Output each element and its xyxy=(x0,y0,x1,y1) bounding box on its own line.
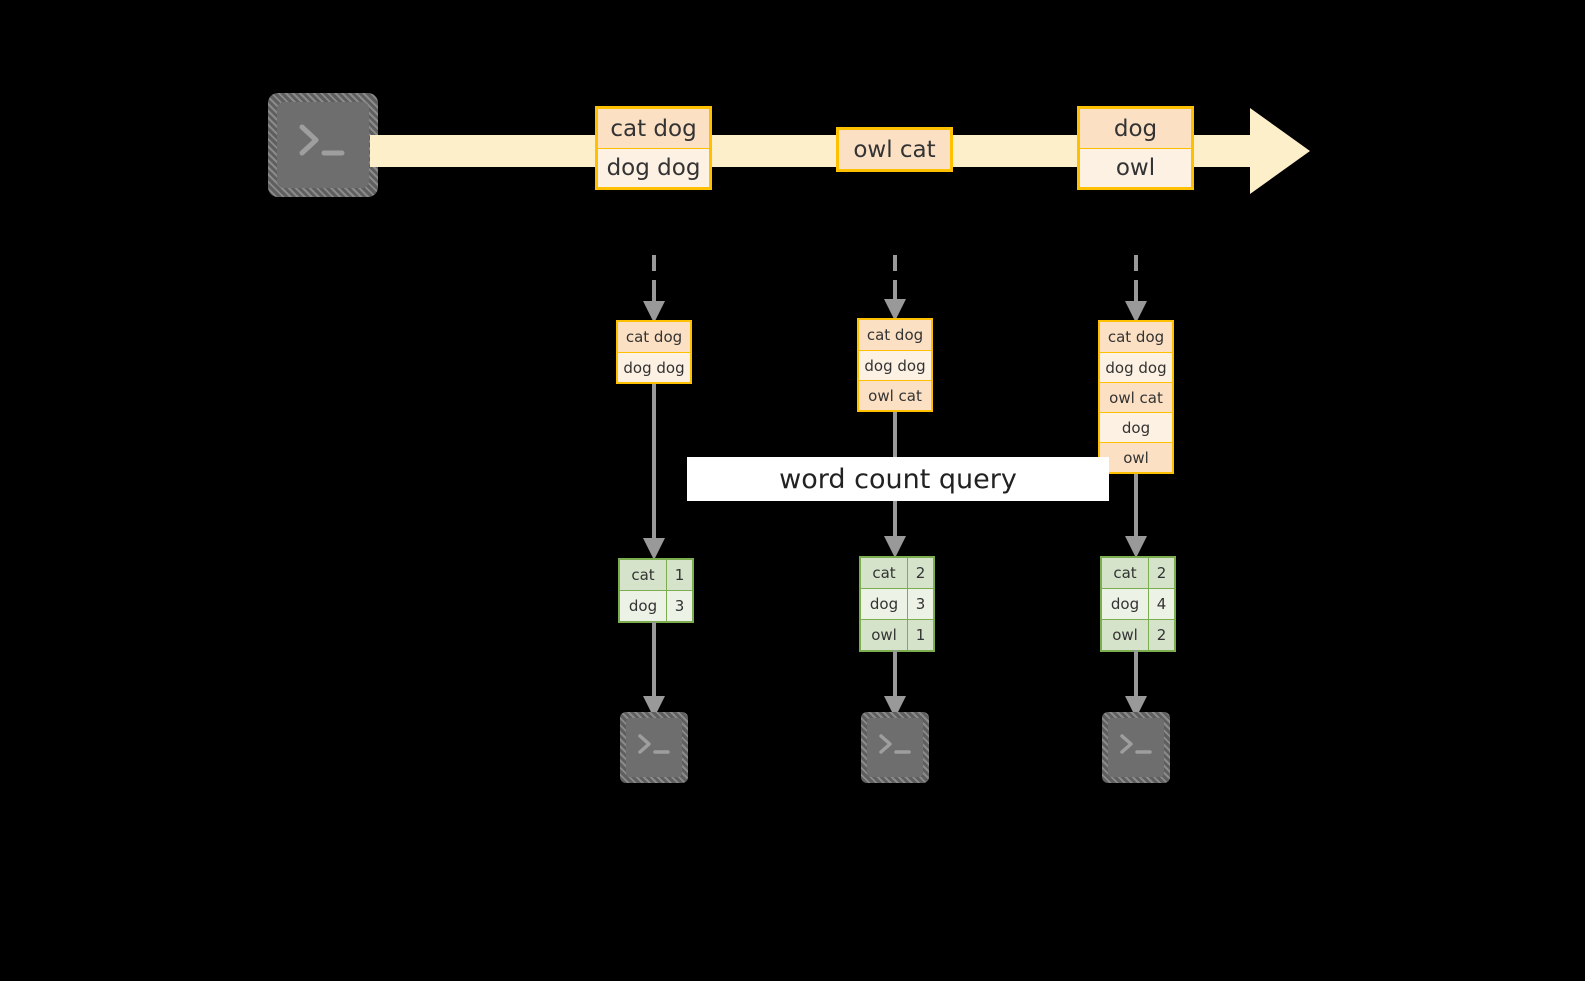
result-key: cat xyxy=(861,558,907,588)
stream-record: owl xyxy=(1080,148,1191,187)
result-count: 1 xyxy=(907,620,933,650)
result-key: dog xyxy=(861,589,907,619)
result-key: owl xyxy=(861,620,907,650)
result-row: dog 3 xyxy=(861,588,933,619)
snapshot-record: dog dog xyxy=(618,352,690,382)
terminal-prompt-icon xyxy=(638,734,670,754)
result-key: cat xyxy=(620,560,666,590)
result-row: cat 2 xyxy=(1102,558,1174,588)
result-count: 2 xyxy=(1148,620,1174,650)
snapshot-record: cat dog xyxy=(1100,322,1172,352)
result-row: cat 1 xyxy=(620,560,692,590)
snapshot-record: dog xyxy=(1100,412,1172,442)
result-count: 1 xyxy=(666,560,692,590)
snapshot-record: dog dog xyxy=(859,350,931,380)
snapshot-table: cat dog dog dog owl cat xyxy=(857,318,933,412)
sink-terminal-icon xyxy=(620,712,688,783)
terminal-body xyxy=(1108,718,1164,777)
snapshot-record: owl cat xyxy=(1100,382,1172,412)
query-label-banner: word count query xyxy=(687,457,1109,501)
terminal-prompt-icon xyxy=(1120,734,1152,754)
snapshot-record: cat dog xyxy=(859,320,931,350)
result-row: cat 2 xyxy=(861,558,933,588)
result-key: dog xyxy=(620,591,666,621)
stream-record: owl cat xyxy=(839,130,950,169)
stream-record-group: cat dog dog dog xyxy=(595,106,712,190)
snapshot-to-result-connector xyxy=(1125,474,1147,558)
terminal-body xyxy=(277,102,369,188)
result-row: owl 2 xyxy=(1102,619,1174,650)
snapshot-record: dog dog xyxy=(1100,352,1172,382)
sink-terminal-icon xyxy=(861,712,929,783)
snapshot-table: cat dog dog dog xyxy=(616,320,692,384)
result-count: 2 xyxy=(907,558,933,588)
terminal-prompt-icon xyxy=(299,124,345,156)
result-count: 3 xyxy=(907,589,933,619)
result-table: cat 1 dog 3 xyxy=(618,558,694,623)
result-key: dog xyxy=(1102,589,1148,619)
terminal-prompt-icon xyxy=(879,734,911,754)
stream-record: cat dog xyxy=(598,109,709,148)
stream-record: dog xyxy=(1080,109,1191,148)
stream-to-snapshot-connector xyxy=(643,255,665,323)
snapshot-to-result-connector xyxy=(643,384,665,560)
sink-terminal-icon xyxy=(1102,712,1170,783)
result-count: 4 xyxy=(1148,589,1174,619)
stream-to-snapshot-connector xyxy=(1125,255,1147,323)
snapshot-table: cat dog dog dog owl cat dog owl xyxy=(1098,320,1174,474)
result-key: cat xyxy=(1102,558,1148,588)
snapshot-record: owl xyxy=(1100,442,1172,472)
stream-to-snapshot-connector xyxy=(884,255,906,321)
snapshot-record: owl cat xyxy=(859,380,931,410)
result-to-sink-connector xyxy=(643,622,665,718)
stream-record: dog dog xyxy=(598,148,709,187)
result-to-sink-connector xyxy=(884,650,906,718)
result-row: owl 1 xyxy=(861,619,933,650)
result-table: cat 2 dog 4 owl 2 xyxy=(1100,556,1176,652)
stream-record-group: dog owl xyxy=(1077,106,1194,190)
terminal-body xyxy=(626,718,682,777)
result-count: 2 xyxy=(1148,558,1174,588)
snapshot-record: cat dog xyxy=(618,322,690,352)
terminal-body xyxy=(867,718,923,777)
result-row: dog 4 xyxy=(1102,588,1174,619)
result-count: 3 xyxy=(666,591,692,621)
result-to-sink-connector xyxy=(1125,650,1147,718)
source-terminal-icon xyxy=(268,93,378,197)
result-key: owl xyxy=(1102,620,1148,650)
result-table: cat 2 dog 3 owl 1 xyxy=(859,556,935,652)
result-row: dog 3 xyxy=(620,590,692,621)
stream-record-group: owl cat xyxy=(836,127,953,172)
